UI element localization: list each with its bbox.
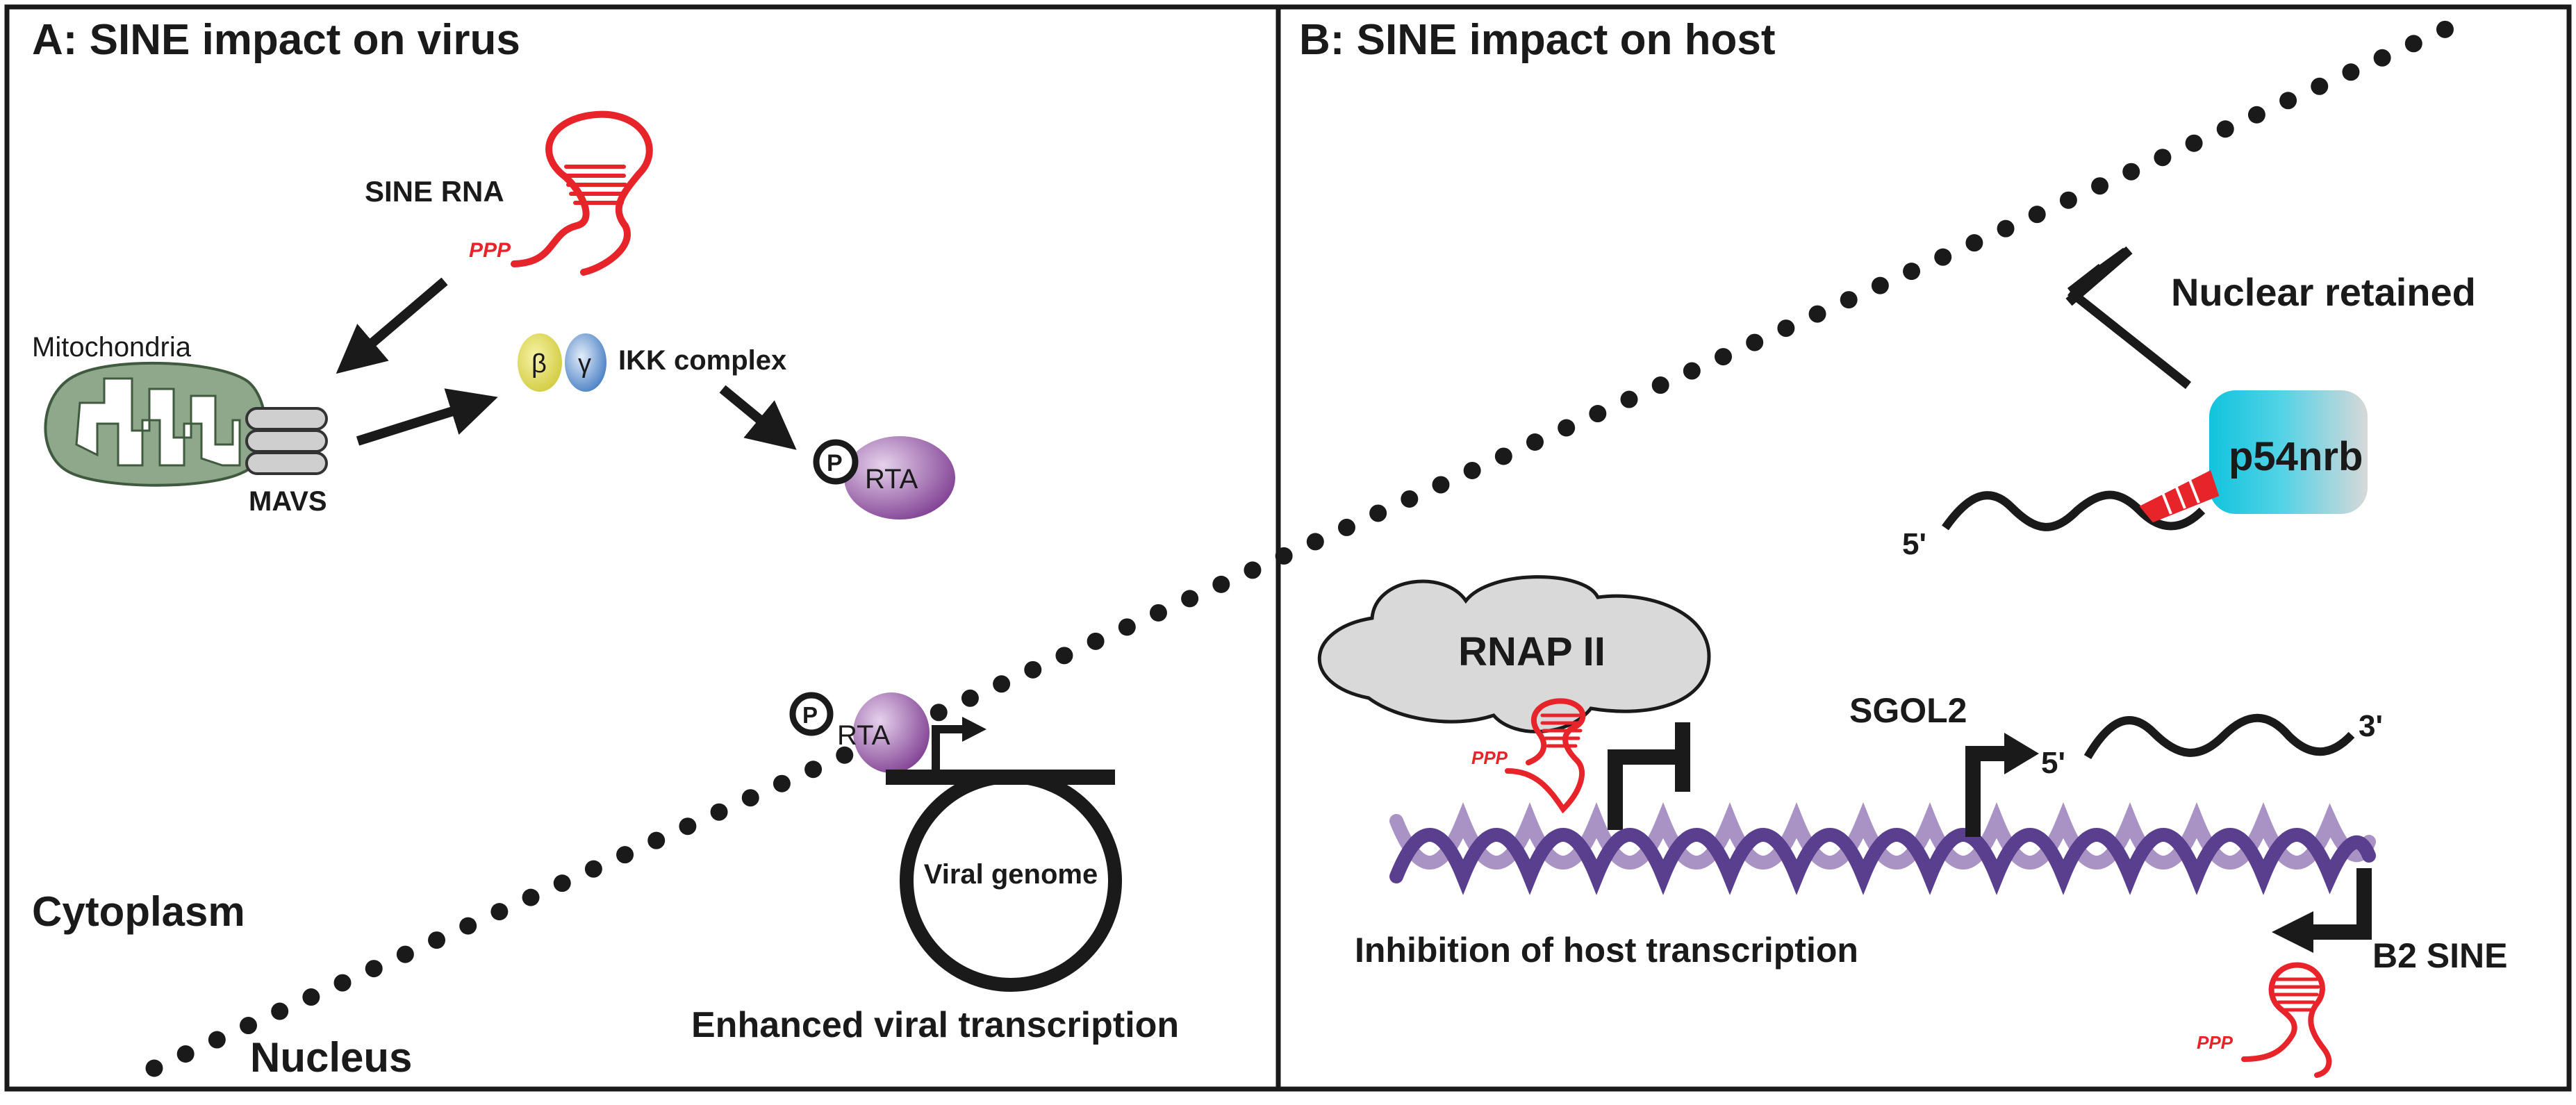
inhibition-crossbar xyxy=(2065,246,2133,306)
gamma-subunit-icon xyxy=(565,333,606,392)
rta-protein-icon-top xyxy=(844,436,955,520)
mitochondria-icon xyxy=(44,361,267,487)
b2-sine-transcription-arrow xyxy=(2272,868,2372,953)
arrow-ikk-to-rta xyxy=(719,385,797,450)
mrna-strand-sgol2 xyxy=(2083,713,2355,760)
transcription-start-arrow-a xyxy=(932,717,986,774)
phosphate-icon-top xyxy=(813,439,859,485)
mavs-label: MAVS xyxy=(249,486,327,517)
arrow-sine-to-mavs xyxy=(336,277,448,374)
sine-hairpin-bound xyxy=(2139,470,2220,523)
rta-protein-icon-bottom xyxy=(853,692,930,773)
sine-rna-structure-b-left xyxy=(1505,698,1586,814)
rta-label-top: RTA xyxy=(865,464,918,495)
phosphate-label-bottom: P xyxy=(802,702,818,728)
mitochondria-label: Mitochondria xyxy=(32,332,192,363)
nucleus-label: Nucleus xyxy=(250,1034,412,1081)
panel-frames xyxy=(4,4,2572,1092)
phosphate-icon-bottom xyxy=(789,692,834,736)
dna-double-helix xyxy=(1389,802,2376,895)
rnap-ii-cloud xyxy=(1317,575,1711,733)
gamma-label: γ xyxy=(578,349,591,379)
sine-rna-structure-a xyxy=(511,110,653,276)
ppp-label-b-bottom: PPP xyxy=(2197,1032,2234,1053)
mrna-strand-top xyxy=(1942,490,2206,531)
viral-genome-gene-bar xyxy=(886,770,1115,785)
panel-a-title: A: SINE impact on virus xyxy=(32,16,520,64)
blocked-transcription-symbol xyxy=(1608,722,1690,830)
three-prime-label: 3' xyxy=(2359,709,2383,743)
rnap-ii-label: RNAP II xyxy=(1458,629,1605,674)
sgol2-label: SGOL2 xyxy=(1849,691,1967,730)
viral-genome-label: Viral genome xyxy=(924,859,1098,890)
sine-rna-label: SINE RNA xyxy=(365,175,504,208)
ppp-label-a: PPP xyxy=(469,239,511,262)
arrow-mavs-to-ikk xyxy=(356,388,498,446)
beta-subunit-icon xyxy=(518,333,562,392)
b2-sine-label: B2 SINE xyxy=(2372,936,2508,975)
p54nrb-label: p54nrb xyxy=(2229,434,2363,479)
ppp-label-b-left: PPP xyxy=(1471,747,1508,768)
five-prime-label-mid: 5' xyxy=(2041,746,2065,780)
phosphate-label-top: P xyxy=(827,450,843,476)
enhanced-viral-transcription-label: Enhanced viral transcription xyxy=(691,1005,1179,1045)
nuclear-retained-label: Nuclear retained xyxy=(2171,270,2476,314)
p54nrb-protein xyxy=(2209,390,2368,514)
membrane-dotted-line xyxy=(145,14,2468,1077)
ikk-complex-label: IKK complex xyxy=(618,345,786,376)
five-prime-label-top: 5' xyxy=(1902,527,1926,561)
panel-b-title: B: SINE impact on host xyxy=(1299,16,1775,64)
sine-rna-structure-b-bottom xyxy=(2241,962,2332,1078)
cytoplasm-label: Cytoplasm xyxy=(32,888,245,935)
mavs-icon xyxy=(245,407,328,475)
inhibition-host-transcription-label: Inhibition of host transcription xyxy=(1355,931,1858,970)
rta-label-bottom: RTA xyxy=(837,720,891,751)
sgol2-transcription-arrow xyxy=(1965,733,2039,837)
beta-label: β xyxy=(531,349,547,379)
